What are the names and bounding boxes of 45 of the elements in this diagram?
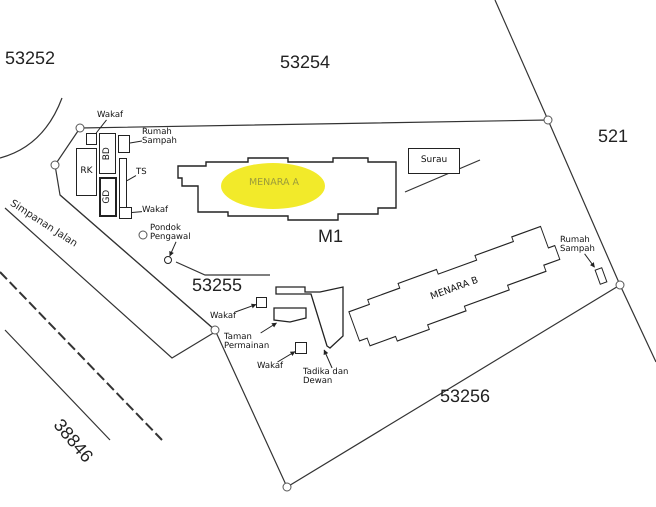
leader-line — [130, 140, 142, 144]
leader-line — [324, 350, 333, 368]
lot-number: 53255 — [192, 275, 242, 296]
building-label: Surau — [420, 156, 448, 166]
lot-number: 53254 — [280, 52, 330, 73]
leader-line — [234, 304, 256, 312]
feature-label: Wakaf — [257, 362, 284, 371]
feature-label: Taman Permainan — [224, 333, 269, 351]
lot-number: 53252 — [5, 48, 56, 69]
feature-label: Wakaf — [210, 312, 236, 321]
building-box — [99, 133, 116, 174]
leader-line — [126, 175, 136, 182]
building-box — [76, 148, 97, 196]
leader-line — [584, 253, 595, 268]
feature-label: Wakaf — [142, 206, 168, 215]
structure-box — [118, 135, 130, 153]
leader-line — [277, 351, 296, 362]
structure-box — [256, 297, 267, 308]
structure-outline — [272, 306, 308, 323]
feature-label: Pondok Pengawal — [150, 224, 210, 242]
lot-number: 521 — [598, 126, 628, 147]
structure-box — [295, 342, 307, 354]
feature-label: Tadika dan Dewan — [303, 368, 369, 386]
lot-number: 53256 — [440, 386, 490, 407]
structure-box — [119, 158, 127, 208]
feature-label: TS — [136, 168, 147, 177]
building-label: GD — [103, 190, 113, 204]
leader-line — [96, 119, 108, 134]
building-box — [408, 148, 460, 174]
structure-circle — [164, 256, 172, 264]
feature-label: Rumah Sampah — [142, 128, 192, 146]
feature-label: Wakaf — [97, 111, 124, 120]
leader-line — [132, 211, 142, 213]
leader-line — [169, 241, 177, 256]
structure-outline — [275, 286, 345, 350]
building-box — [99, 177, 117, 217]
structure-box — [86, 133, 97, 145]
building-label: MENARA A — [248, 178, 300, 188]
building-label: RK — [80, 167, 93, 177]
feature-label: Rumah Sampah — [560, 236, 596, 254]
building-label: BD — [102, 146, 112, 160]
leader-line — [260, 322, 278, 334]
lot-number: M1 — [318, 226, 344, 247]
structure-box — [594, 267, 608, 285]
structure-box — [119, 207, 132, 219]
